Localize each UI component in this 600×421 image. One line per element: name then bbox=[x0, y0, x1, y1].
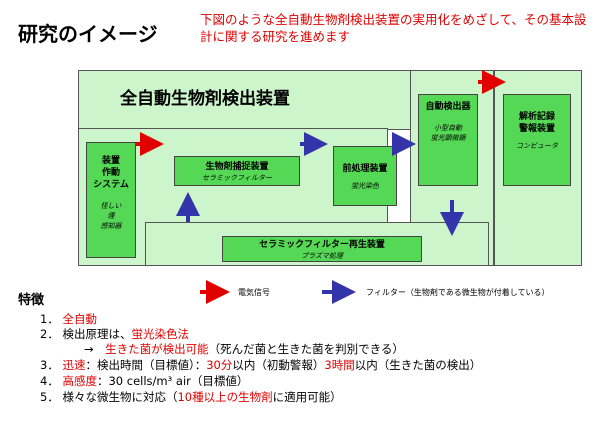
feature-text: ：30 cells/m³ air（目標値） bbox=[96, 374, 249, 388]
feature-text: に適用可能） bbox=[272, 390, 342, 404]
analysis-label: 解析記録 警報装置 bbox=[518, 112, 555, 134]
feature-item: 5． 様々な微生物に対応（10種以上の生物剤に適用可能） bbox=[40, 389, 342, 405]
intro-text: 下図のような全自動生物剤検出装置の実用化をめざして、その基本設計に関する研究を進… bbox=[200, 12, 587, 44]
feature-text: ：検出時間（目標値）： bbox=[85, 358, 207, 372]
feature-text: 検出原理は、 bbox=[62, 327, 132, 341]
feature-number: 5． bbox=[40, 390, 63, 404]
capture-label: 生物剤捕捉装置 bbox=[205, 162, 269, 172]
pre-sub: 蛍光染色 bbox=[351, 182, 379, 190]
feature-item: 1． 全自動 bbox=[40, 311, 97, 327]
feature-number: 1． bbox=[40, 312, 63, 326]
feature-text: 以内（初動警報） bbox=[232, 358, 325, 372]
features-title: 特徴 bbox=[18, 293, 45, 308]
regen-box: セラミックフィルター再生装置 プラズマ処理 bbox=[222, 236, 422, 262]
feature-text: 3時間 bbox=[324, 358, 355, 372]
regen-label: セラミックフィルター再生装置 bbox=[259, 240, 385, 250]
system-label: 装置 作動 システム bbox=[93, 156, 129, 190]
feature-text: 全自動 bbox=[62, 312, 97, 326]
legend-signal-text: 電気信号 bbox=[238, 288, 270, 297]
analysis-box: 解析記録 警報装置 コンピュータ bbox=[503, 94, 571, 186]
feature-text: 30分 bbox=[206, 358, 233, 372]
device-title: 全自動生物剤検出装置 bbox=[120, 89, 290, 109]
feature-text: 以内（生きた菌の検出） bbox=[354, 358, 482, 372]
pre-label: 前処理装置 bbox=[342, 164, 388, 174]
feature-text: 生きた菌が検出可能 bbox=[105, 342, 209, 356]
detector-box: 自動検出器 小型自動 蛍光顕微鏡 bbox=[418, 94, 478, 186]
detector-label: 自動検出器 bbox=[425, 102, 471, 112]
system-sub: 怪しい 煙 感知器 bbox=[100, 202, 122, 230]
feature-text: 迅速 bbox=[62, 358, 86, 372]
feature-text: 10種以上の生物剤 bbox=[177, 390, 273, 404]
feature-text: （死んだ菌と生きた菌を判別できる） bbox=[208, 342, 404, 356]
feature-text: 様々な微生物に対応（ bbox=[62, 390, 178, 404]
feature-number: 2． bbox=[40, 327, 63, 341]
feature-text: 高感度 bbox=[62, 374, 97, 388]
feature-number: 4． bbox=[40, 374, 63, 388]
feature-text: → bbox=[84, 342, 106, 356]
system-box: 装置 作動 システム 怪しい 煙 感知器 bbox=[86, 142, 136, 258]
feature-text: 蛍光染色法 bbox=[131, 327, 189, 341]
capture-box: 生物剤捕捉装置 セラミックフィルター bbox=[174, 156, 300, 186]
legend-filter-text: フィルター（生物剤である微生物が付着している） bbox=[366, 288, 550, 297]
feature-item: 4． 高感度：30 cells/m³ air（目標値） bbox=[40, 373, 248, 389]
page-title: 研究のイメージ bbox=[18, 22, 158, 46]
feature-item: 3． 迅速：検出時間（目標値）：30分以内（初動警報）3時間以内（生きた菌の検出… bbox=[40, 357, 481, 373]
analysis-sub: コンピュータ bbox=[516, 142, 558, 150]
regen-sub: プラズマ処理 bbox=[301, 252, 343, 260]
capture-sub: セラミックフィルター bbox=[202, 174, 272, 182]
pre-box: 前処理装置 蛍光染色 bbox=[333, 146, 397, 206]
detector-sub: 小型自動 蛍光顕微鏡 bbox=[430, 124, 466, 142]
feature-item: → 生きた菌が検出可能（死んだ菌と生きた菌を判別できる） bbox=[84, 341, 404, 357]
feature-item: 2． 検出原理は、蛍光染色法 bbox=[40, 326, 189, 342]
feature-number: 3． bbox=[40, 358, 63, 372]
